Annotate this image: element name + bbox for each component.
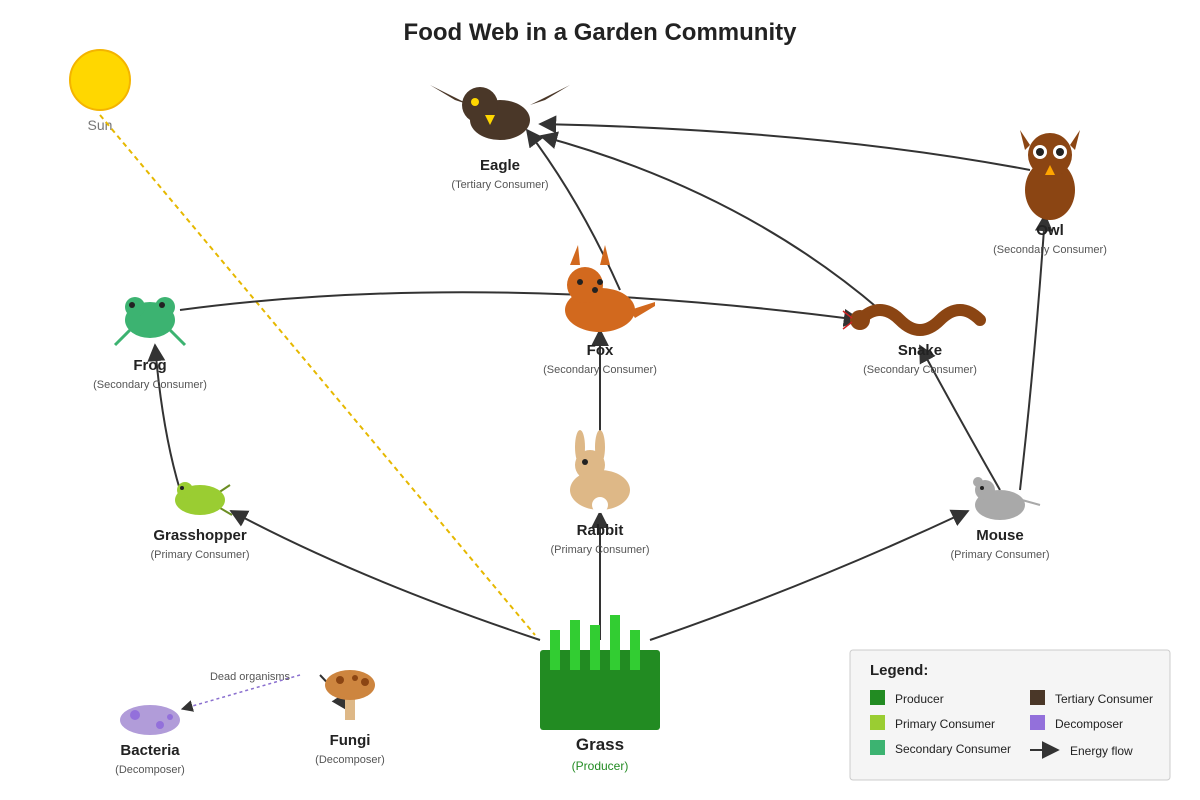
energy-flows [147,115,1053,712]
grass-name: Grass [576,735,624,754]
grasshopper-name: Grasshopper [153,527,247,544]
owl-name: Owl [1036,222,1064,239]
legend-swatch-decomposer [1030,715,1045,730]
grass: Grass (Producer) [540,615,660,773]
owl-role: (Secondary Consumer) [993,244,1107,256]
fox: Fox (Secondary Consumer) [543,245,657,376]
legend-label-primary: Primary Consumer [895,717,995,731]
flow-owl-eagle [538,115,1031,171]
fungi-name: Fungi [330,732,371,749]
flow-grasshopper-frog [147,343,181,491]
rabbit-icon [570,430,630,513]
rabbit-role: (Primary Consumer) [550,544,649,556]
bacteria: Bacteria (Decomposer) [115,705,185,776]
dead-organisms-label: Dead organisms [210,671,291,683]
flow-mouse-snake [919,344,1001,491]
owl-icon [1020,130,1080,220]
legend-swatch-primary [870,715,885,730]
sun: Sun [69,49,131,133]
legend-swatch-tertiary [1030,690,1045,705]
eagle-icon [430,85,570,140]
grasshopper-role: (Primary Consumer) [150,549,249,561]
flow-snake-eagle [539,131,881,311]
frog-role: (Secondary Consumer) [93,379,207,391]
page-title: Food Web in a Garden Community [404,19,798,46]
rabbit: Rabbit (Primary Consumer) [550,430,650,556]
legend-swatch-secondary [870,740,885,755]
fungi-role: (Decomposer) [315,754,385,766]
legend-swatch-producer [870,690,885,705]
legend-label-secondary: Secondary Consumer [895,742,1011,756]
eagle: Eagle (Tertiary Consumer) [430,85,570,191]
sun-energy-line [99,114,536,636]
bacteria-role: (Decomposer) [115,764,185,776]
frog-icon [113,297,187,347]
frog: Frog (Secondary Consumer) [93,297,207,391]
flow-dead-bacteria [180,674,301,712]
mouse-name: Mouse [976,527,1024,544]
flow-fox-eagle [525,128,621,291]
eagle-name: Eagle [480,157,520,174]
grass-role: (Producer) [572,759,629,773]
flow-frog-snake [179,291,862,327]
fox-icon [565,245,655,332]
mushroom-icon [325,670,375,720]
flow-mouse-owl [1019,213,1053,491]
snake-name: Snake [898,342,942,359]
flow-grass-grasshopper [229,510,541,641]
legend-label-decomposer: Decomposer [1055,717,1123,731]
mouse-role: (Primary Consumer) [950,549,1049,561]
flow-grass-mouse [649,509,970,641]
bacteria-icon [120,705,180,735]
legend-title: Legend: [870,662,928,679]
frog-name: Frog [133,357,166,374]
rabbit-name: Rabbit [577,522,624,539]
eagle-role: (Tertiary Consumer) [451,179,548,191]
legend-box [849,649,1171,781]
snake: Snake (Secondary Consumer) [842,304,986,376]
snake-role: (Secondary Consumer) [863,364,977,376]
mouse-icon [973,477,1041,520]
grasshopper: Grasshopper (Primary Consumer) [150,482,250,561]
owl: Owl (Secondary Consumer) [993,130,1107,256]
legend-label-flow: Energy flow [1070,744,1133,758]
legend: Legend: Producer Primary Consumer Second… [849,649,1171,781]
fox-name: Fox [587,342,614,359]
sun-icon [69,49,131,111]
fox-role: (Secondary Consumer) [543,364,657,376]
bacteria-name: Bacteria [120,742,180,759]
legend-label-producer: Producer [895,692,944,706]
grass-icon [540,615,660,730]
fungi: Fungi (Decomposer) [315,670,385,766]
sun-label: Sun [88,117,113,133]
snake-icon [842,304,986,336]
grasshopper-icon [175,482,233,516]
legend-label-tertiary: Tertiary Consumer [1055,692,1153,706]
mouse: Mouse (Primary Consumer) [950,477,1050,561]
